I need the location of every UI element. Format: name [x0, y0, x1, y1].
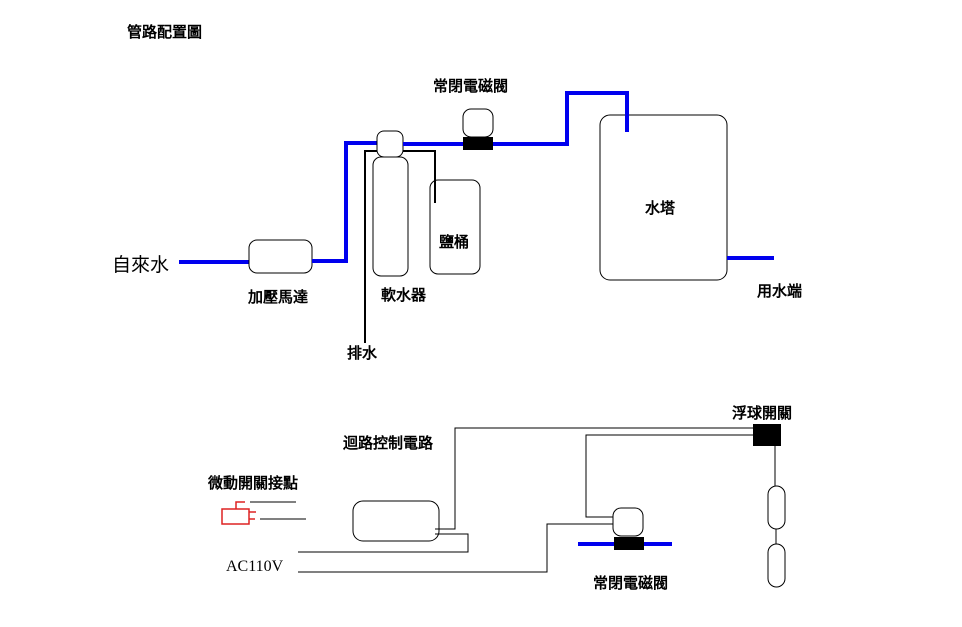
brine-line [403, 150, 436, 203]
water-tower [599, 114, 728, 281]
wire-float-to-valve [585, 434, 753, 518]
solenoid-valve-coil-bottom [612, 507, 644, 537]
float-switch [753, 424, 781, 446]
label-float-switch: 浮球開關 [732, 404, 793, 422]
float-ball-2 [767, 543, 786, 588]
label-softener: 軟水器 [381, 286, 427, 304]
label-brine-tank: 鹽桶 [439, 233, 470, 251]
label-source: 自來水 [112, 254, 170, 276]
micro-switch-icon [221, 501, 256, 525]
label-drain: 排水 [347, 344, 378, 362]
label-valve-bottom: 常閉電磁閥 [593, 574, 669, 592]
booster-pump [248, 239, 313, 274]
wire-control-to-float [435, 427, 753, 530]
pipe-pump-to-softener [312, 141, 378, 263]
softener-head [376, 130, 404, 158]
label-outlet: 用水端 [757, 282, 803, 300]
control-circuit-box [352, 500, 440, 542]
label-pump: 加壓馬達 [248, 288, 309, 306]
label-control-circuit: 迴路控制電路 [343, 434, 434, 452]
brine-tank [429, 179, 481, 275]
label-micro-switch: 微動開關接點 [208, 474, 299, 492]
label-tower: 水塔 [645, 199, 676, 217]
wire-control-loop [298, 533, 469, 553]
solenoid-valve-body-bottom [614, 537, 644, 550]
solenoid-valve-body [463, 137, 493, 150]
drain-line [364, 150, 377, 343]
label-power: AC110V [226, 558, 284, 575]
solenoid-valve-coil [462, 108, 494, 138]
float-ball-1 [767, 485, 786, 530]
pipe-valve-to-tower [493, 91, 629, 146]
wire-ac-to-valve [298, 523, 614, 573]
diagram-title: 管路配置圖 [127, 23, 203, 41]
softener-tank [372, 156, 409, 277]
label-valve-top: 常閉電磁閥 [433, 77, 509, 95]
